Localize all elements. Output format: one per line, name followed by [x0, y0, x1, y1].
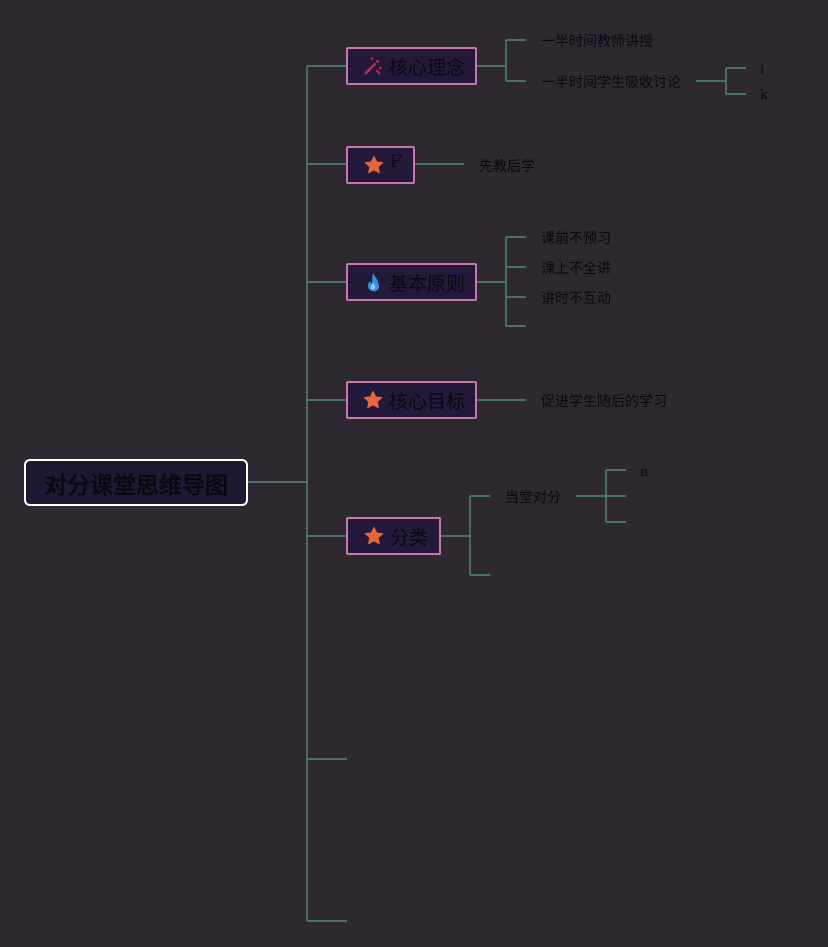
star-icon	[362, 153, 386, 177]
subtopic-label: 先教后学	[479, 159, 535, 175]
leaf-node[interactable]: i	[760, 61, 764, 79]
star-icon	[362, 524, 386, 548]
subtopic-label: 当堂对分	[505, 490, 561, 506]
leaf-node[interactable]: k	[760, 86, 768, 104]
topic-core-concept[interactable]: 核心理念	[346, 47, 477, 85]
leaf-label: k	[760, 87, 768, 103]
subtopic-label: 一半时间教师讲授	[541, 34, 653, 50]
subtopic-node[interactable]: 课前不预习	[541, 228, 611, 248]
subtopic-node[interactable]: 课上不全讲	[541, 258, 611, 278]
topic-label: 核心目标	[388, 390, 465, 413]
subtopic-node[interactable]: 一半时间学生吸收讨论	[541, 72, 681, 92]
subtopic-node[interactable]: 先教后学	[479, 156, 535, 176]
subtopic-label: 课前不预习	[541, 231, 611, 247]
topic-f[interactable]: F	[346, 146, 415, 184]
flame-icon	[362, 270, 385, 294]
leaf-node[interactable]: n	[640, 463, 648, 481]
star-icon	[362, 388, 385, 412]
subtopic-label: 一半时间学生吸收讨论	[541, 75, 681, 91]
subtopic-label: 课上不全讲	[541, 261, 611, 277]
subtopic-node[interactable]: 讲时不互动	[541, 288, 611, 308]
subtopic-node[interactable]: 促进学生随后的学习	[541, 391, 667, 411]
magic-wand-icon	[362, 54, 385, 78]
topic-core-goal[interactable]: 核心目标	[346, 381, 477, 419]
root-node[interactable]: 对分课堂思维导图	[24, 459, 248, 506]
leaf-label: i	[760, 62, 765, 78]
topic-label: 分类	[390, 526, 429, 549]
root-label: 对分课堂思维导图	[44, 472, 228, 499]
topic-basic-principles[interactable]: 基本原则	[346, 263, 477, 301]
subtopic-label: 促进学生随后的学习	[541, 394, 667, 410]
topic-label: 核心理念	[388, 56, 465, 79]
topic-label: 基本原则	[388, 272, 465, 295]
subtopic-node[interactable]: 一半时间教师讲授	[541, 31, 653, 51]
subtopic-node[interactable]: 当堂对分	[505, 487, 561, 507]
subtopic-label: 讲时不互动	[541, 291, 611, 307]
topic-classification[interactable]: 分类	[346, 517, 441, 555]
leaf-label: n	[640, 464, 649, 480]
topic-label: F	[390, 152, 402, 172]
